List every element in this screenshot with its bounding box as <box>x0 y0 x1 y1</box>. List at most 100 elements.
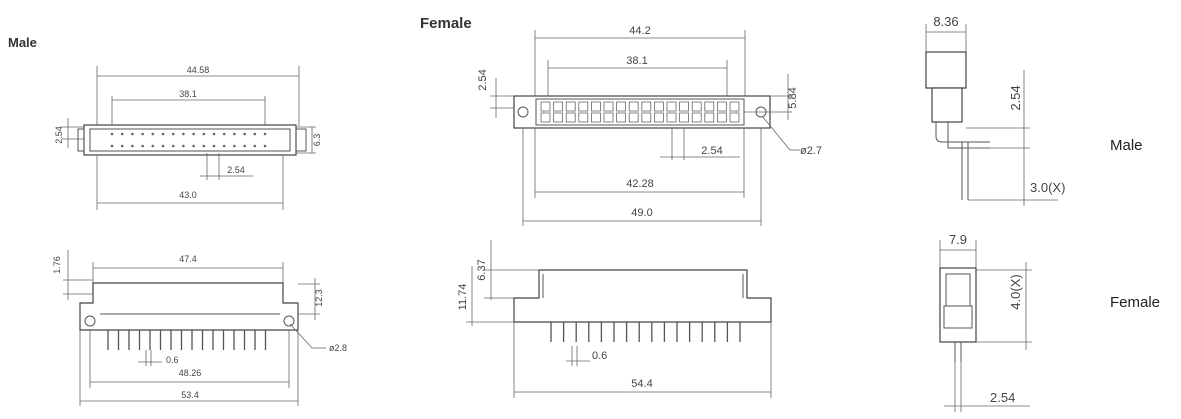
male-top-contact <box>171 144 175 148</box>
male-top-contact <box>263 144 267 148</box>
male-front-hole-right <box>283 315 295 327</box>
female-top-contact <box>591 112 601 123</box>
female-top-contact <box>704 101 715 112</box>
male-top-view: Male 44.58 38.1 2.54 6.3 2.54 <box>8 35 322 210</box>
female-top-contact <box>641 101 652 112</box>
female-top-contact <box>691 112 702 123</box>
male-top-contact <box>110 132 114 136</box>
female-top-view: Female 44.2 38.1 2.54 5.84 ø2.7 <box>420 15 822 226</box>
male-top-contact <box>202 144 206 148</box>
side-label-female: Female <box>1110 294 1160 311</box>
dim-male-front-pin: 0.6 <box>166 355 179 365</box>
male-top-contact <box>233 132 236 136</box>
dim-male-front-width: 47.4 <box>179 254 197 264</box>
dim-side-male-tail: 3.0(X) <box>1030 180 1065 195</box>
dim-male-body: 43.0 <box>179 190 197 200</box>
female-top-contact <box>717 101 727 112</box>
male-top-contact <box>212 144 216 148</box>
male-top-contact <box>131 144 134 148</box>
dim-male-front-height: 12.3 <box>314 289 324 307</box>
male-top-contact <box>151 144 155 148</box>
dim-female-front-h1: 6.37 <box>476 259 488 280</box>
dim-male-pitch: 2.54 <box>54 126 64 144</box>
female-top-contact <box>654 112 664 123</box>
male-front-body <box>79 282 299 331</box>
female-top-contact <box>603 101 614 112</box>
dim-male-front-hole-spacing: 48.26 <box>179 368 202 378</box>
side-label-male: Male <box>1110 137 1143 154</box>
side-male-lower-block <box>931 87 963 123</box>
female-top-contact <box>553 101 563 112</box>
side-female-body <box>939 267 977 343</box>
male-top-contact <box>120 144 124 148</box>
dim-female-hole: ø2.7 <box>800 145 822 157</box>
male-top-contact <box>171 132 175 136</box>
female-top-hole-left <box>517 106 529 118</box>
dim-side-female-height: 4.0(X) <box>1008 274 1023 309</box>
female-top-contact <box>679 112 689 123</box>
female-front-body <box>513 269 772 323</box>
female-top-contact <box>641 112 652 123</box>
female-top-contact <box>603 112 614 123</box>
female-title: Female <box>420 15 472 32</box>
female-top-contact <box>717 112 727 123</box>
female-top-body <box>513 95 771 129</box>
male-top-contact <box>222 132 226 136</box>
female-top-contact <box>578 112 589 123</box>
side-view-female: 7.9 4.0(X) 2.54 Female <box>939 232 1160 412</box>
male-top-contact <box>141 144 144 148</box>
dim-male-overall: 44.58 <box>187 65 210 75</box>
female-top-contact <box>729 112 740 123</box>
female-top-contact <box>616 101 626 112</box>
female-top-contact <box>565 112 576 123</box>
male-top-contact <box>202 132 206 136</box>
male-top-contact <box>131 132 134 136</box>
female-top-contact <box>628 101 639 112</box>
female-top-contact <box>553 112 563 123</box>
female-top-contact <box>654 101 664 112</box>
female-top-contact <box>628 112 639 123</box>
male-top-contact <box>212 132 216 136</box>
dim-female-pitch: 2.54 <box>701 145 722 157</box>
dim-side-male-pitch: 2.54 <box>1008 85 1023 110</box>
female-top-contact <box>704 112 715 123</box>
dim-male-front-total: 53.4 <box>181 390 199 400</box>
dim-side-male-width: 8.36 <box>933 14 958 29</box>
male-top-contact <box>161 132 165 136</box>
male-top-contact <box>192 144 195 148</box>
male-top-contact <box>151 132 155 136</box>
female-top-contact <box>540 101 551 112</box>
female-front-view: 6.37 11.74 0.6 54.4 <box>457 240 772 398</box>
side-male-top-block <box>925 51 967 89</box>
female-top-contact <box>729 101 740 112</box>
female-top-contact <box>578 101 589 112</box>
male-front-hole-left <box>84 315 96 327</box>
dim-male-row-spacing: 2.54 <box>227 165 245 175</box>
dim-male-front-offset: 1.76 <box>52 256 62 274</box>
male-top-contact <box>233 144 236 148</box>
male-title: Male <box>8 35 37 50</box>
male-top-contact <box>222 144 226 148</box>
dim-female-hole-spacing: 42.28 <box>626 178 654 190</box>
female-top-contact <box>591 101 601 112</box>
side-male-pin-bend <box>935 135 990 143</box>
dim-female-total: 49.0 <box>631 207 652 219</box>
male-top-contact <box>110 144 114 148</box>
dim-female-front-h2: 11.74 <box>457 284 469 311</box>
female-top-contact <box>540 112 551 123</box>
dim-side-female-pitch: 2.54 <box>990 390 1015 405</box>
dim-female-depth: 5.84 <box>787 87 799 108</box>
male-front-view: 47.4 1.76 12.3 ø2.8 0.6 48.26 <box>52 250 347 406</box>
side-view-male: 8.36 2.54 3.0(X) Male <box>925 14 1143 206</box>
female-top-contact <box>679 101 689 112</box>
dim-female-overall: 44.2 <box>629 25 650 37</box>
female-top-contact <box>691 101 702 112</box>
dim-female-pin-span: 38.1 <box>626 55 647 67</box>
male-top-contact <box>253 144 257 148</box>
dim-female-row-spacing: 2.54 <box>477 69 489 90</box>
male-top-contact <box>253 132 257 136</box>
female-top-contact <box>565 101 576 112</box>
dim-male-pin-span: 38.1 <box>179 89 197 99</box>
